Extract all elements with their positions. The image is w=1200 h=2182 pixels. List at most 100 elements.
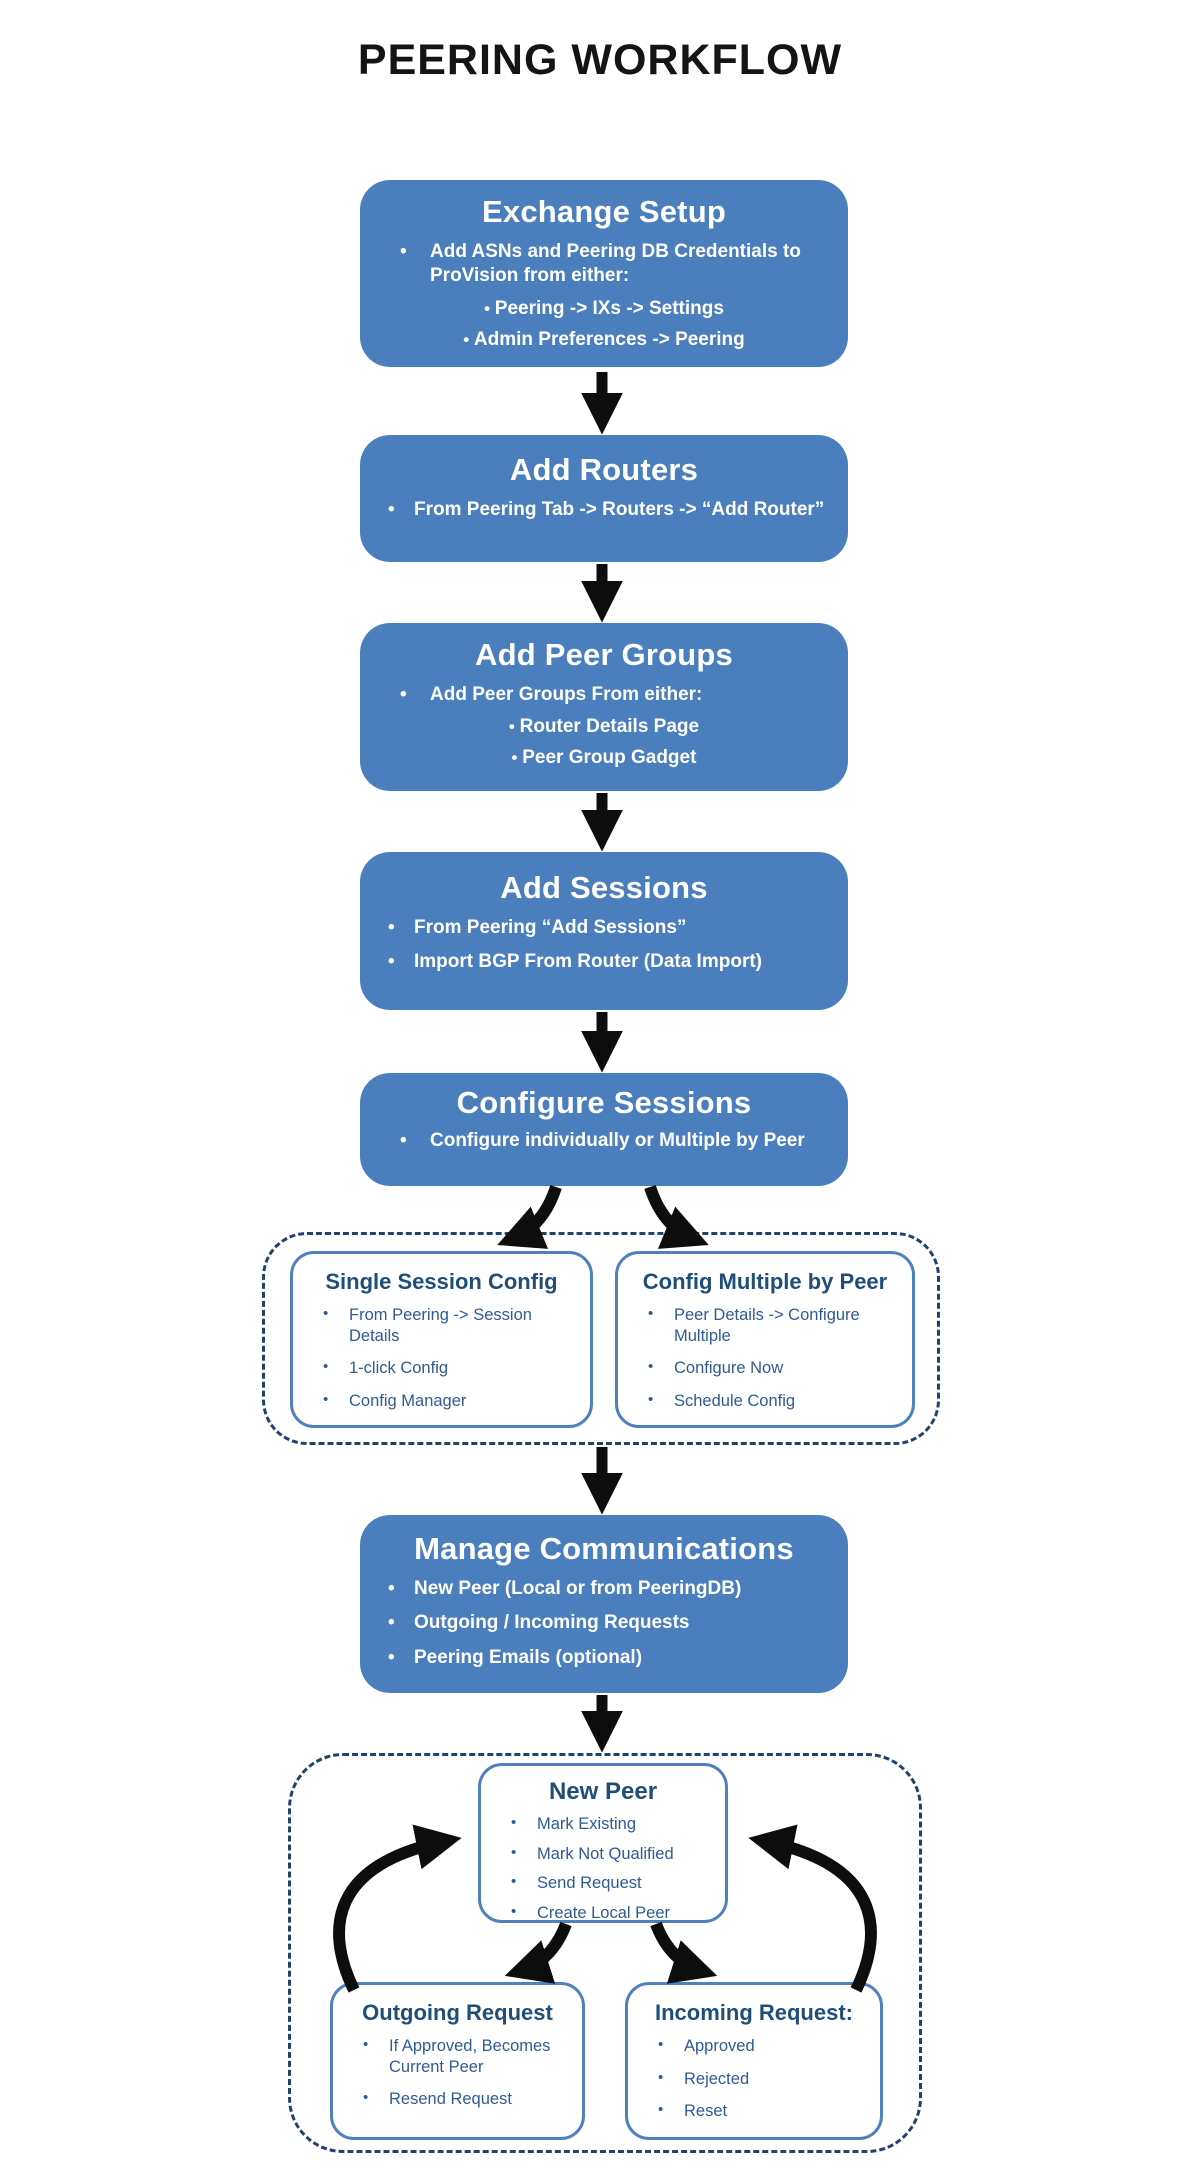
- bullet-text: From Peering “Add Sessions”: [414, 917, 687, 938]
- sub-bullet-item: Peering -> IXs -> Settings: [360, 298, 848, 320]
- bullet-item: • Peering Emails (optional): [360, 1646, 848, 1670]
- bullet-item: • Rejected: [628, 2069, 880, 2090]
- bullet-icon: •: [511, 1902, 517, 1920]
- bullet-icon: •: [323, 1390, 329, 1408]
- node-title: Add Peer Groups: [475, 637, 733, 672]
- bullet-icon: •: [388, 1612, 395, 1634]
- node-title: Outgoing Request: [362, 2000, 553, 2025]
- bullet-text: Add ASNs and Peering DB Credentials to P…: [430, 241, 801, 287]
- bullet-item: • Import BGP From Router (Data Import): [360, 950, 848, 974]
- bullet-item: • 1-click Config: [293, 1358, 590, 1379]
- node-add-peer-groups: Add Peer Groups • Add Peer Groups From e…: [360, 623, 848, 791]
- bullet-icon: •: [388, 1578, 395, 1599]
- bullet-item: • Send Request: [481, 1873, 725, 1894]
- sub-bullet-item: Peer Group Gadget: [360, 747, 848, 769]
- bullet-icon: •: [388, 499, 395, 520]
- bullet-item: • If Approved, Becomes Current Peer: [333, 2036, 582, 2077]
- bullet-item: • Add Peer Groups From either:: [360, 683, 848, 707]
- bullet-text: Approved: [684, 2037, 755, 2055]
- bullet-item: • Mark Existing: [481, 1814, 725, 1835]
- bullet-icon: •: [658, 2101, 664, 2119]
- bullet-text: Add Peer Groups From either:: [430, 684, 703, 705]
- bullet-text: Configure Now: [674, 1359, 784, 1378]
- node-add-sessions: Add Sessions • From Peering “Add Session…: [360, 852, 848, 1010]
- bullet-text: Mark Not Qualified: [537, 1844, 674, 1863]
- node-title: Single Session Config: [325, 1269, 558, 1294]
- bullet-icon: •: [388, 1646, 395, 1668]
- bullet-item: • Configure Now: [618, 1358, 912, 1379]
- group-session-config-options: [262, 1232, 940, 1445]
- bullet-text: From Peering Tab -> Routers -> “Add Rout…: [414, 499, 825, 520]
- bullet-text: Create Local Peer: [537, 1903, 670, 1922]
- bullet-text: Peering Emails (optional): [414, 1646, 643, 1668]
- bullet-item: • Add ASNs and Peering DB Credentials to…: [360, 240, 848, 289]
- bullet-icon: •: [400, 241, 407, 262]
- bullet-item: • Resend Request: [333, 2089, 582, 2110]
- page-title: PEERING WORKFLOW: [357, 36, 843, 84]
- node-title: Config Multiple by Peer: [642, 1269, 888, 1294]
- node-outgoing-request: Outgoing Request • If Approved, Becomes …: [330, 1982, 585, 2140]
- node-title: Exchange Setup: [482, 194, 726, 229]
- node-new-peer: New Peer • Mark Existing • Mark Not Qual…: [478, 1763, 728, 1923]
- bullet-icon: •: [511, 1814, 517, 1831]
- node-exchange-setup: Exchange Setup • Add ASNs and Peering DB…: [360, 180, 848, 367]
- node-manage-communications: Manage Communications • New Peer (Local …: [360, 1515, 848, 1693]
- node-title: Add Sessions: [500, 870, 708, 905]
- node-title: Configure Sessions: [456, 1085, 752, 1120]
- bullet-icon: •: [511, 1843, 517, 1861]
- sub-bullet-item: Admin Preferences -> Peering: [360, 329, 848, 351]
- bullet-text: From Peering -> Session Details: [349, 1306, 532, 1345]
- bullet-text: Outgoing / Incoming Requests: [414, 1612, 690, 1634]
- bullet-icon: •: [648, 1358, 654, 1376]
- bullet-text: 1-click Config: [349, 1359, 449, 1378]
- bullet-item: • Configure individually or Multiple by …: [360, 1129, 848, 1153]
- bullet-icon: •: [648, 1390, 654, 1408]
- bullet-item: • New Peer (Local or from PeeringDB): [360, 1577, 848, 1601]
- bullet-item: • Schedule Config: [618, 1391, 912, 1412]
- bullet-icon: •: [400, 1130, 407, 1151]
- bullet-icon: •: [323, 1358, 329, 1376]
- bullet-text: Configure individually or Multiple by Pe…: [430, 1130, 805, 1151]
- bullet-text: Config Manager: [349, 1391, 467, 1410]
- node-title: New Peer: [548, 1778, 658, 1805]
- bullet-text: Reset: [684, 2102, 728, 2121]
- node-title: Add Routers: [509, 452, 699, 487]
- bullet-item: • Create Local Peer: [481, 1903, 725, 1924]
- group-communications-cycle: [288, 1753, 922, 2153]
- bullet-icon: •: [323, 1305, 329, 1322]
- bullet-icon: •: [388, 917, 395, 938]
- node-configure-sessions: Configure Sessions • Configure individua…: [360, 1073, 848, 1186]
- bullet-icon: •: [658, 2036, 664, 2053]
- bullet-text: Resend Request: [389, 2090, 512, 2109]
- bullet-item: • Reset: [628, 2101, 880, 2122]
- bullet-text: If Approved, Becomes Current Peer: [389, 2037, 551, 2076]
- bullet-icon: •: [388, 951, 395, 973]
- bullet-text: Mark Existing: [537, 1815, 637, 1833]
- bullet-item: • Outgoing / Incoming Requests: [360, 1611, 848, 1635]
- bullet-item: • Approved: [628, 2036, 880, 2057]
- node-single-session-config: Single Session Config • From Peering -> …: [290, 1251, 593, 1428]
- node-config-multiple-by-peer: Config Multiple by Peer • Peer Details -…: [615, 1251, 915, 1428]
- bullet-item: • Config Manager: [293, 1391, 590, 1412]
- bullet-item: • Peer Details -> Configure Multiple: [618, 1305, 912, 1346]
- bullet-item: • From Peering -> Session Details: [293, 1305, 590, 1346]
- bullet-icon: •: [363, 2036, 369, 2053]
- bullet-item: • From Peering Tab -> Routers -> “Add Ro…: [360, 498, 848, 522]
- bullet-text: Peer Details -> Configure Multiple: [674, 1306, 860, 1345]
- bullet-icon: •: [648, 1305, 654, 1322]
- bullet-text: Send Request: [537, 1874, 642, 1893]
- bullet-icon: •: [658, 2068, 664, 2086]
- node-title: Incoming Request:: [654, 2000, 853, 2025]
- bullet-icon: •: [400, 684, 407, 705]
- bullet-text: Import BGP From Router (Data Import): [414, 951, 762, 973]
- node-add-routers: Add Routers • From Peering Tab -> Router…: [360, 435, 848, 562]
- sub-bullet-item: Router Details Page: [360, 716, 848, 738]
- bullet-icon: •: [363, 2089, 369, 2107]
- node-incoming-request: Incoming Request: • Approved • Rejected …: [625, 1982, 883, 2140]
- bullet-text: New Peer (Local or from PeeringDB): [414, 1578, 742, 1599]
- bullet-item: • From Peering “Add Sessions”: [360, 916, 848, 940]
- bullet-text: Rejected: [684, 2069, 750, 2088]
- bullet-icon: •: [511, 1873, 517, 1891]
- node-title: Manage Communications: [414, 1531, 794, 1566]
